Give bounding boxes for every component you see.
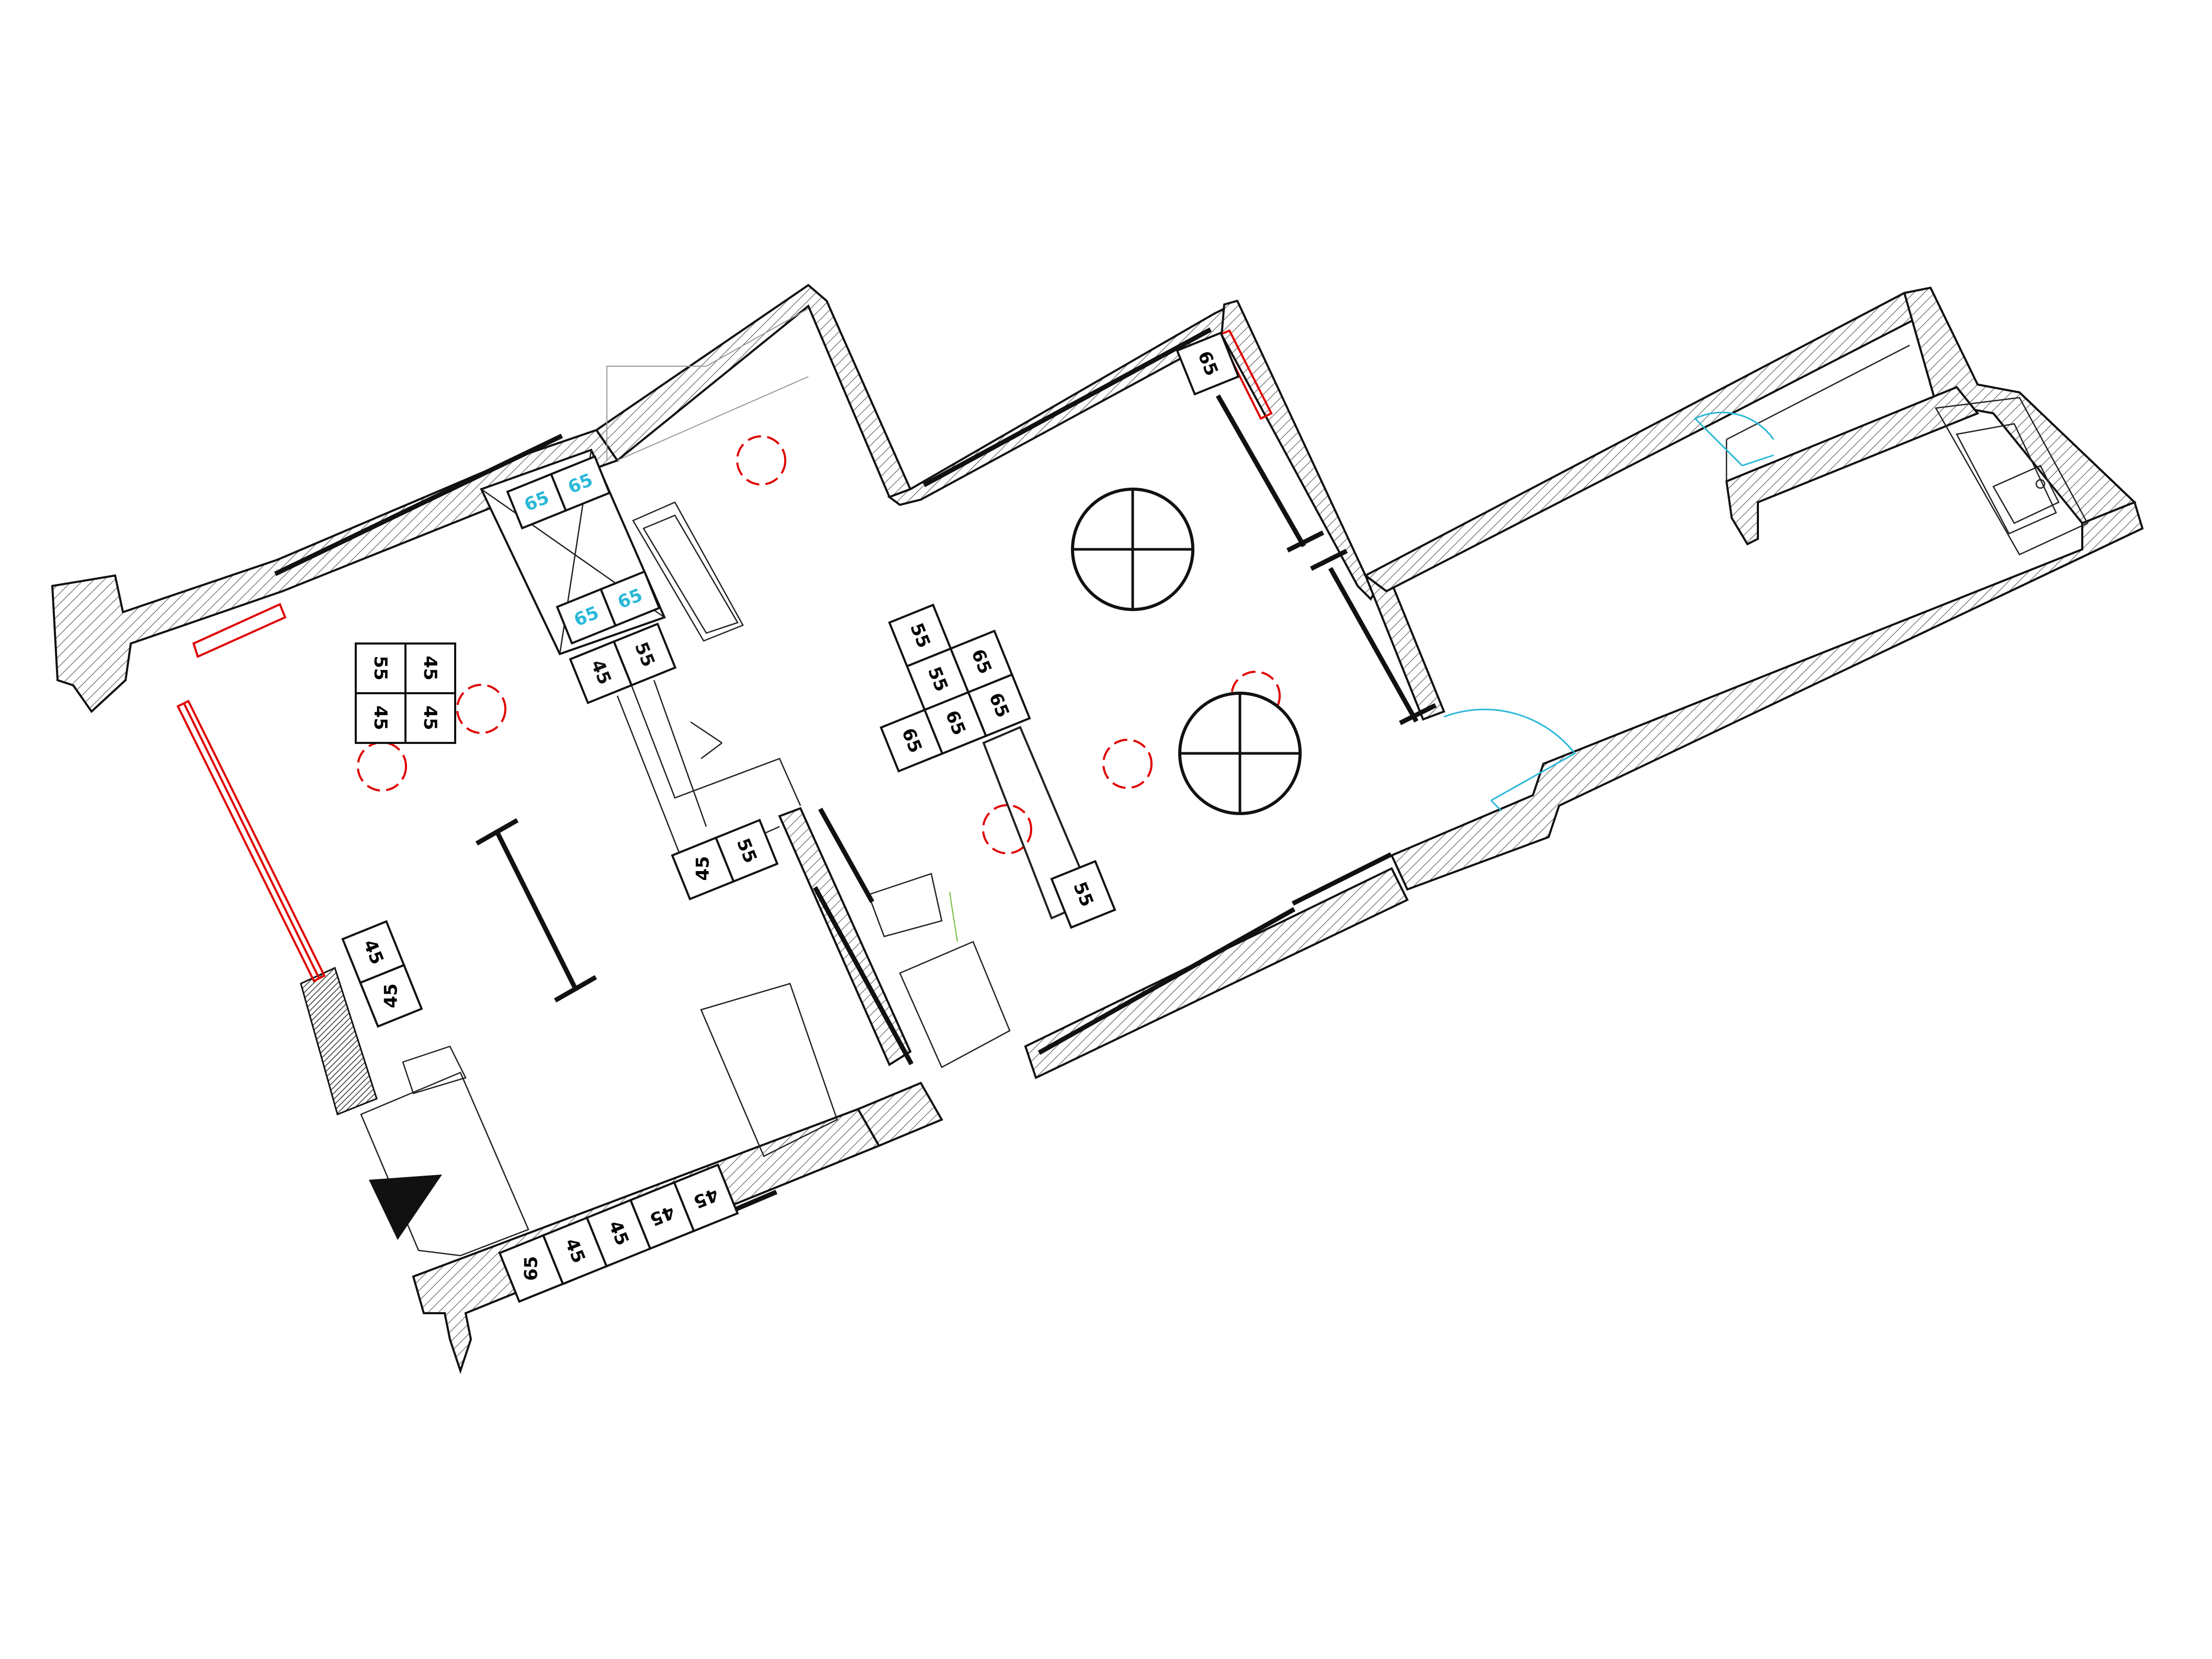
- left-pair: 45 45: [341, 920, 423, 1028]
- spotlight-3: [357, 741, 407, 792]
- wall-back-south: [1390, 501, 2144, 891]
- spotlight-4: [1231, 671, 1281, 721]
- accent-tick: [949, 891, 958, 942]
- corner-cell: 65: [1176, 331, 1240, 396]
- cell-label: 45: [420, 705, 441, 730]
- wall-room-b-north: [1220, 299, 1383, 601]
- wall-room-a-corridor: [595, 284, 912, 499]
- spotlight-5: [1102, 739, 1153, 789]
- upper-top-cells: 65 65: [506, 455, 611, 530]
- bottom-row: 65 45 45 45 45: [498, 1163, 739, 1303]
- door-swing-room-b: [1443, 708, 1576, 802]
- interior-outlines: [360, 308, 2089, 1257]
- entrance-arrow-icon: [369, 1175, 442, 1240]
- back-counter-inner: [1956, 423, 2057, 535]
- cell-label: 65: [521, 1256, 541, 1281]
- bench-entry: [632, 501, 744, 642]
- cell-label: 45: [370, 705, 391, 730]
- bench-cell: 55: [1050, 860, 1116, 929]
- round-table-2: [1178, 692, 1302, 815]
- cross-cells: 55 55 65 65 65 65: [879, 603, 1031, 773]
- cluster-four: 55 45 45 45: [355, 642, 456, 744]
- spotlight-6: [982, 804, 1032, 854]
- sink-icon: [1992, 465, 2060, 524]
- radiator-north: [192, 603, 287, 658]
- walls: [51, 284, 2144, 1374]
- cell-label: 55: [370, 656, 391, 680]
- back-counter: [1934, 397, 2089, 556]
- spotlight-2: [456, 684, 506, 734]
- cabinet-room-b-south: [899, 941, 1011, 1068]
- radiator-corner: [1217, 329, 1273, 420]
- upper-lower-cells: 65 65: [556, 570, 661, 645]
- mid-pair: 45 55: [671, 818, 779, 901]
- cell-label: 45: [420, 656, 441, 680]
- radiator-west: [176, 699, 326, 983]
- structural-beam: [475, 818, 597, 1003]
- door-swing-back: [1694, 411, 1775, 467]
- cell-label: 45: [380, 984, 401, 1008]
- cell-label: 45: [693, 856, 714, 881]
- doors: [1443, 411, 1775, 812]
- spotlight-1: [736, 435, 786, 486]
- wall-room-b-south: [1024, 867, 1409, 1079]
- round-table-1: [1071, 488, 1194, 611]
- upper-black-cells: 45 55: [569, 622, 677, 705]
- wall-back-partition: [1725, 386, 1980, 546]
